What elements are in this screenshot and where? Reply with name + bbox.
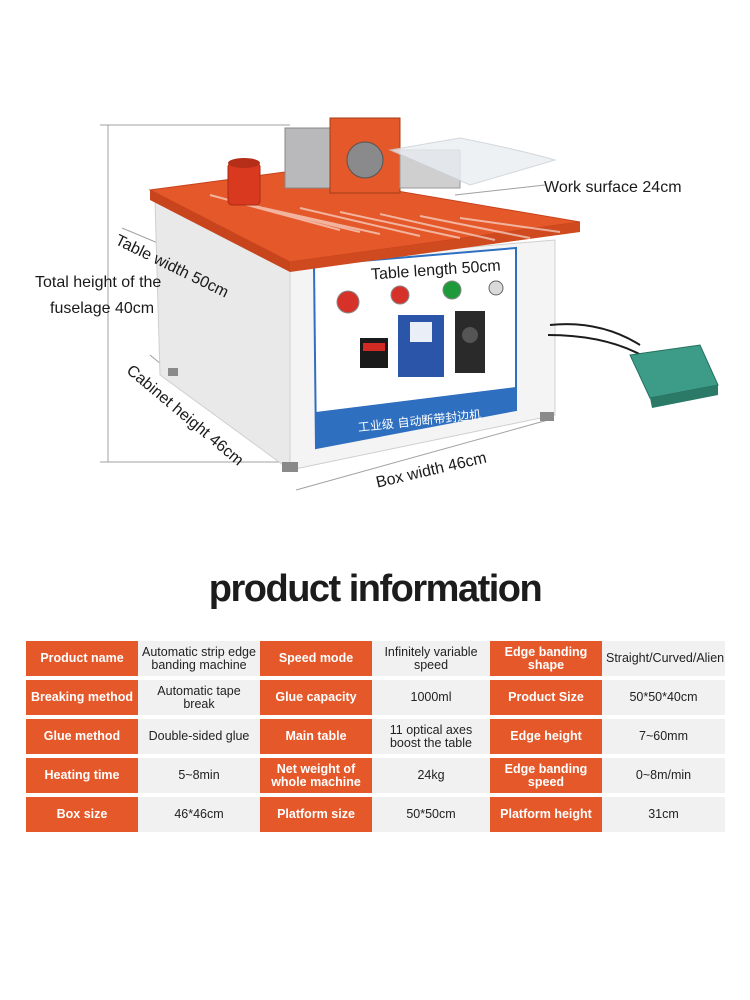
- spec-key: Platform size: [260, 797, 372, 832]
- section-title: product information: [208, 568, 543, 610]
- spec-key: Breaking method: [26, 680, 138, 715]
- spec-key: Product name: [26, 641, 138, 676]
- spec-value: 46*46cm: [138, 797, 260, 832]
- spec-value: 7~60mm: [602, 719, 725, 754]
- total-height-label-line1: Total height of the: [35, 274, 162, 291]
- spec-value: 31cm: [602, 797, 725, 832]
- spec-key: Edge banding shape: [490, 641, 602, 676]
- spec-value: Double-sided glue: [138, 719, 260, 754]
- spec-key: Main table: [260, 719, 372, 754]
- spec-key: Speed mode: [260, 641, 372, 676]
- work-surface-label: Work surface 24cm: [544, 179, 682, 196]
- product-illustration: 工业级 自动断带封边机: [100, 117, 719, 491]
- total-height-label-line2: fuselage 40cm: [50, 300, 155, 317]
- spec-key: Platform height: [490, 797, 602, 832]
- spec-value: Straight/Curved/Alien: [602, 641, 725, 676]
- spec-key: Edge banding speed: [490, 758, 602, 793]
- spec-value: 1000ml: [372, 680, 490, 715]
- spec-value: 50*50cm: [372, 797, 490, 832]
- spec-key: Net weight of whole machine: [260, 758, 372, 793]
- spec-value: 5~8min: [138, 758, 260, 793]
- spec-value: 50*50*40cm: [602, 680, 725, 715]
- spec-value: Infinitely variable speed: [372, 641, 490, 676]
- spec-value: 11 optical axes boost the table: [372, 719, 490, 754]
- spec-value: 24kg: [372, 758, 490, 793]
- spec-key: Heating time: [26, 758, 138, 793]
- spec-value: Automatic strip edge banding machine: [138, 641, 260, 676]
- spec-key: Glue capacity: [260, 680, 372, 715]
- spec-key: Product Size: [490, 680, 602, 715]
- spec-key: Edge height: [490, 719, 602, 754]
- edge-banding-machine-image: 工业级 自动断带封边机: [100, 117, 719, 491]
- spec-key: Glue method: [26, 719, 138, 754]
- spec-value: Automatic tape break: [138, 680, 260, 715]
- spec-key: Box size: [26, 797, 138, 832]
- spec-value: 0~8m/min: [602, 758, 725, 793]
